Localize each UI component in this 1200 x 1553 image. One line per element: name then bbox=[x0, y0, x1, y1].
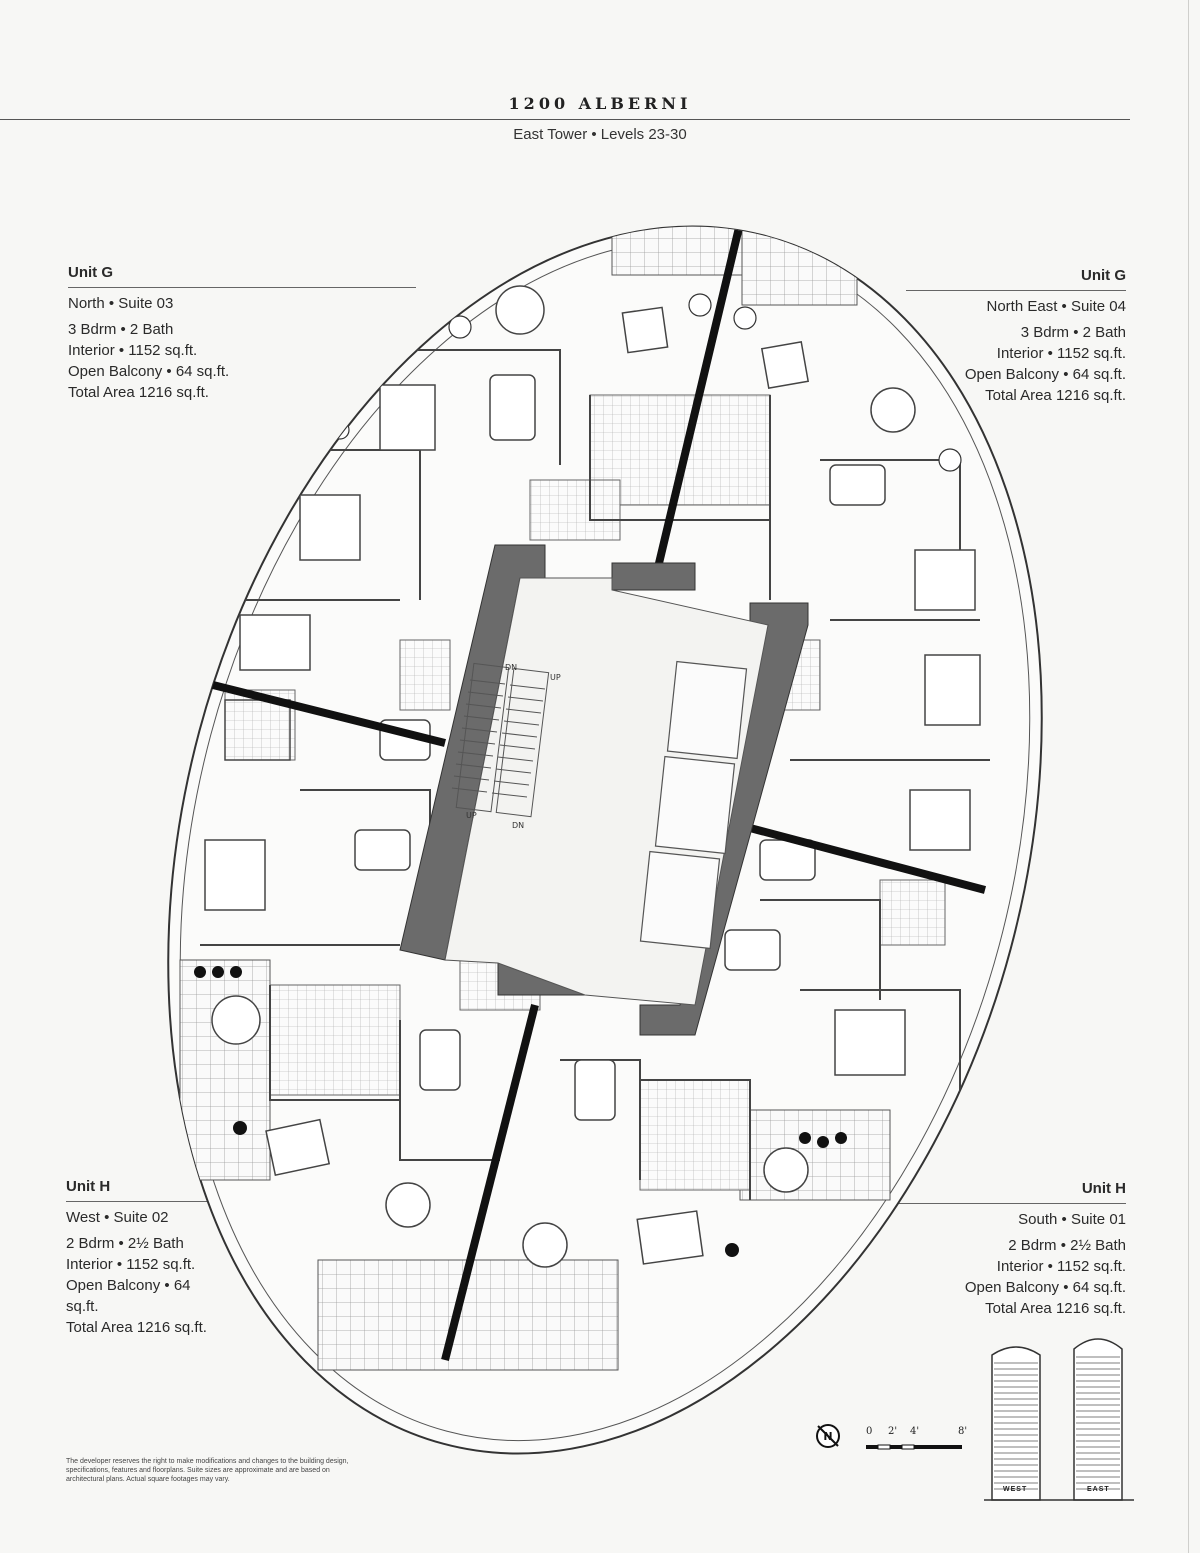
balcony-north bbox=[611, 214, 743, 276]
unit-total: Total Area 1216 sq.ft. bbox=[68, 384, 209, 401]
unit-name: Unit H bbox=[874, 1178, 1126, 1204]
kitchen-floor bbox=[529, 479, 621, 541]
kitchen-floor bbox=[269, 984, 401, 1096]
unit-location: North • Suite 03 bbox=[68, 295, 174, 312]
balcony-south-east bbox=[739, 1109, 891, 1201]
unit-info-north: Unit G North • Suite 03 3 Bdrm • 2 Bath … bbox=[68, 262, 416, 403]
tower-label-west: WEST bbox=[1003, 1486, 1028, 1493]
north-compass-icon: N bbox=[816, 1424, 840, 1448]
unit-interior: Interior • 1152 sq.ft. bbox=[68, 342, 198, 359]
unit-total: Total Area 1216 sq.ft. bbox=[66, 1319, 207, 1336]
page-title: 1200 ALBERNI bbox=[508, 94, 692, 113]
unit-beds-baths: 3 Bdrm • 2 Bath bbox=[1020, 324, 1126, 341]
unit-info-west: Unit H West • Suite 02 2 Bdrm • 2½ Bath … bbox=[66, 1176, 209, 1338]
unit-beds-baths: 3 Bdrm • 2 Bath bbox=[68, 321, 174, 338]
kitchen-floor bbox=[639, 1079, 751, 1191]
beds bbox=[204, 384, 981, 1076]
unit-info-north-east: Unit G North East • Suite 04 3 Bdrm • 2 … bbox=[906, 265, 1126, 406]
tower-label-east: EAST bbox=[1087, 1486, 1110, 1493]
scale-label-4: 4' bbox=[910, 1426, 920, 1437]
unit-beds-baths: 2 Bdrm • 2½ Bath bbox=[1008, 1237, 1126, 1254]
unit-balcony: Open Balcony • 64 sq.ft. bbox=[964, 366, 1126, 383]
scale-label-2: 2' bbox=[888, 1426, 898, 1437]
scale-label-8: 8' bbox=[958, 1426, 968, 1437]
unit-interior: Interior • 1152 sq.ft. bbox=[996, 345, 1126, 362]
page-edge bbox=[1188, 0, 1189, 1553]
unit-location: South • Suite 01 bbox=[1018, 1211, 1126, 1228]
balcony-west bbox=[179, 959, 271, 1181]
unit-balcony: Open Balcony • 64 sq.ft. bbox=[66, 1277, 191, 1315]
unit-total: Total Area 1216 sq.ft. bbox=[985, 387, 1126, 404]
unit-location: West • Suite 02 bbox=[66, 1209, 169, 1226]
unit-info-south: Unit H South • Suite 01 2 Bdrm • 2½ Bath… bbox=[874, 1178, 1126, 1319]
unit-name: Unit G bbox=[68, 262, 416, 288]
unit-interior: Interior • 1152 sq.ft. bbox=[66, 1256, 196, 1273]
stair-label-dn: DN bbox=[505, 663, 517, 672]
stairs bbox=[451, 662, 550, 818]
page-subtitle: East Tower • Levels 23-30 bbox=[513, 126, 687, 143]
unit-location: North East • Suite 04 bbox=[986, 298, 1127, 315]
corridor-floor bbox=[399, 639, 451, 711]
balcony-north-east bbox=[741, 224, 858, 306]
unit-interior: Interior • 1152 sq.ft. bbox=[996, 1258, 1126, 1275]
bath-floor bbox=[879, 879, 946, 946]
unit-balcony: Open Balcony • 64 sq.ft. bbox=[68, 363, 230, 380]
title-rule bbox=[0, 119, 1130, 120]
disclaimer-text: The developer reserves the right to make… bbox=[66, 1458, 349, 1483]
unit-name: Unit H bbox=[66, 1176, 209, 1202]
stair-label-dn: DN bbox=[512, 821, 524, 830]
palm-plants bbox=[194, 966, 847, 1257]
tower-elevation-diagram bbox=[984, 1338, 1134, 1501]
stair-label-up: UP bbox=[550, 673, 561, 682]
scale-label-0: 0 bbox=[866, 1426, 873, 1437]
stair-label-up: UP bbox=[466, 811, 477, 820]
compass-label: N bbox=[823, 1430, 832, 1443]
furniture bbox=[211, 285, 916, 1268]
demising-walls bbox=[204, 214, 987, 1361]
unit-beds-baths: 2 Bdrm • 2½ Bath bbox=[66, 1235, 184, 1252]
unit-name: Unit G bbox=[906, 265, 1126, 291]
unit-total: Total Area 1216 sq.ft. bbox=[985, 1300, 1126, 1317]
elevator-core bbox=[399, 544, 809, 1036]
unit-balcony: Open Balcony • 64 sq.ft. bbox=[964, 1279, 1126, 1296]
elevators bbox=[639, 660, 748, 950]
scale-bar bbox=[866, 1444, 962, 1450]
